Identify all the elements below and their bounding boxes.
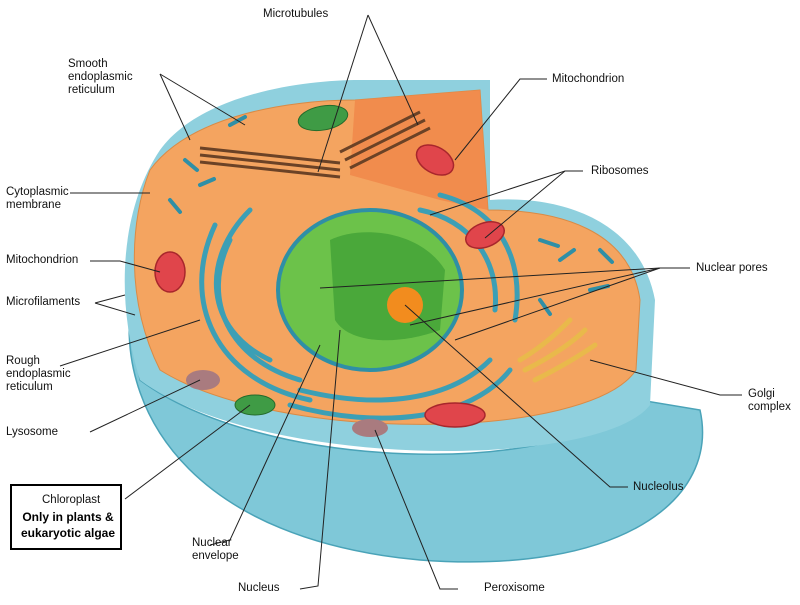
smooth-er [168, 115, 614, 316]
label-microfilaments: Microfilaments [6, 296, 81, 308]
peroxisome-shape [352, 419, 388, 437]
label-microtubules: Microtubules [263, 8, 329, 20]
label-mitochondrion-left: Mitochondrion [6, 254, 79, 266]
label-lysosome: Lysosome [6, 426, 58, 438]
golgi-shape [517, 317, 598, 383]
label-peroxisome: Peroxisome [484, 582, 545, 594]
label-ribosomes: Ribosomes [591, 165, 649, 177]
cell-base [128, 309, 704, 563]
mitochondria-shapes [154, 144, 505, 428]
label-nuclear-pores: Nuclear pores [696, 262, 768, 274]
label-mitochondrion-top: Mitochondrion [552, 73, 625, 85]
label-chloroplast: Chloroplast [42, 494, 101, 506]
label-nucleolus: Nucleolus [633, 481, 684, 493]
chloroplast-note: Only in plants &eukaryotic algae [20, 510, 116, 540]
chloroplast-shapes [234, 104, 349, 416]
label-nucleus: Nucleus [238, 582, 280, 594]
leader-lines [59, 14, 742, 590]
microtubules-shape [199, 110, 431, 179]
lysosome-shape [186, 370, 220, 390]
chloroplast-callout: Chloroplast Only in plants &eukaryotic a… [10, 484, 122, 550]
